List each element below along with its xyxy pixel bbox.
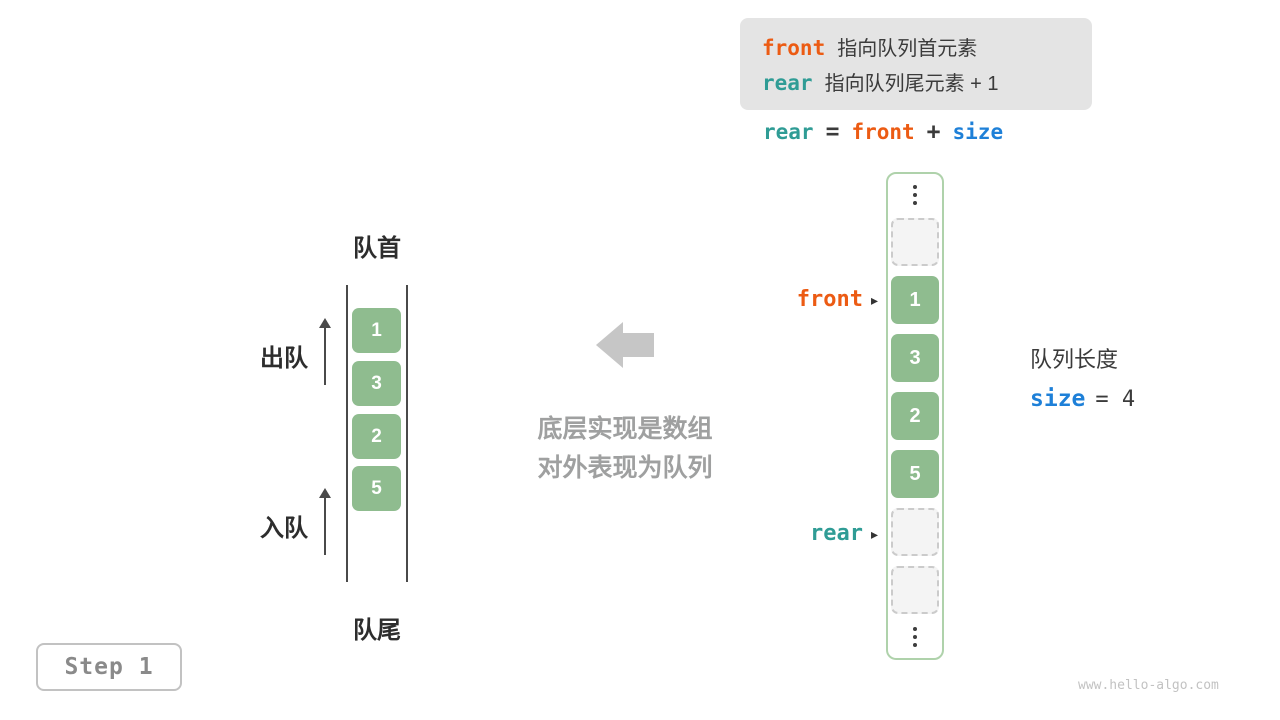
center-caption: 底层实现是数组 对外表现为队列 [495, 410, 755, 488]
formula-plus: + [926, 119, 941, 145]
dequeue-arrow-icon [318, 318, 332, 385]
caption-line-1: 底层实现是数组 [537, 415, 713, 443]
pointer-arrow-icon: ▸ [870, 525, 878, 542]
formula-front: front [851, 120, 915, 144]
array-container: 1 3 2 5 [886, 172, 944, 660]
array-cell-front: 1 [891, 276, 939, 324]
ellipsis-top-icon [913, 182, 917, 208]
rear-pointer: rear ▸ [762, 521, 878, 546]
rear-formula: rear = front + size [763, 119, 1003, 145]
formula-size: size [952, 120, 1004, 144]
front-pointer: front ▸ [762, 287, 878, 312]
size-value-row: size = 4 [1030, 386, 1135, 412]
queue-head-label: 队首 [353, 235, 401, 262]
front-pointer-label: front [796, 287, 863, 312]
queue-cell: 2 [352, 414, 401, 459]
queue-channel-right-line [406, 285, 408, 582]
queue-channel-left-line [346, 285, 348, 582]
array-cell: 5 [891, 450, 939, 498]
rear-keyword: rear [762, 71, 813, 95]
queue-cell: 5 [352, 466, 401, 511]
enqueue-arrow-icon [318, 488, 332, 555]
rear-definition-text: 指向队列尾元素 + 1 [824, 73, 999, 95]
array-cell: 2 [891, 392, 939, 440]
queue-length-label: 队列长度 [1030, 347, 1119, 372]
enqueue-label: 入队 [260, 515, 308, 542]
queue-tail-label: 队尾 [353, 617, 401, 644]
front-definition-row: front 指向队列首元素 [762, 32, 1070, 61]
array-cell-empty-bottom [891, 566, 939, 614]
rear-definition-row: rear 指向队列尾元素 + 1 [762, 67, 1070, 96]
queue-length-info: 队列长度 size = 4 [1030, 342, 1135, 412]
array-cell: 3 [891, 334, 939, 382]
size-value: = 4 [1095, 387, 1136, 412]
left-block-arrow-icon [596, 322, 654, 368]
formula-equals: = [825, 119, 840, 145]
ellipsis-bottom-icon [913, 624, 917, 650]
watermark: www.hello-algo.com [1078, 678, 1219, 693]
step-badge: Step 1 [36, 643, 182, 691]
size-keyword: size [1030, 386, 1086, 412]
caption-line-2: 对外表现为队列 [537, 454, 713, 482]
dequeue-label: 出队 [260, 345, 308, 372]
front-definition-text: 指向队列首元素 [837, 38, 978, 60]
pointer-definition-box: front 指向队列首元素 rear 指向队列尾元素 + 1 [740, 18, 1092, 110]
array-cell-empty-top [891, 218, 939, 266]
queue-cell: 1 [352, 308, 401, 353]
queue-cell: 3 [352, 361, 401, 406]
formula-rear: rear [763, 120, 814, 144]
rear-pointer-label: rear [809, 521, 863, 546]
front-keyword: front [762, 36, 826, 60]
array-cell-rear [891, 508, 939, 556]
pointer-arrow-icon: ▸ [870, 291, 878, 308]
